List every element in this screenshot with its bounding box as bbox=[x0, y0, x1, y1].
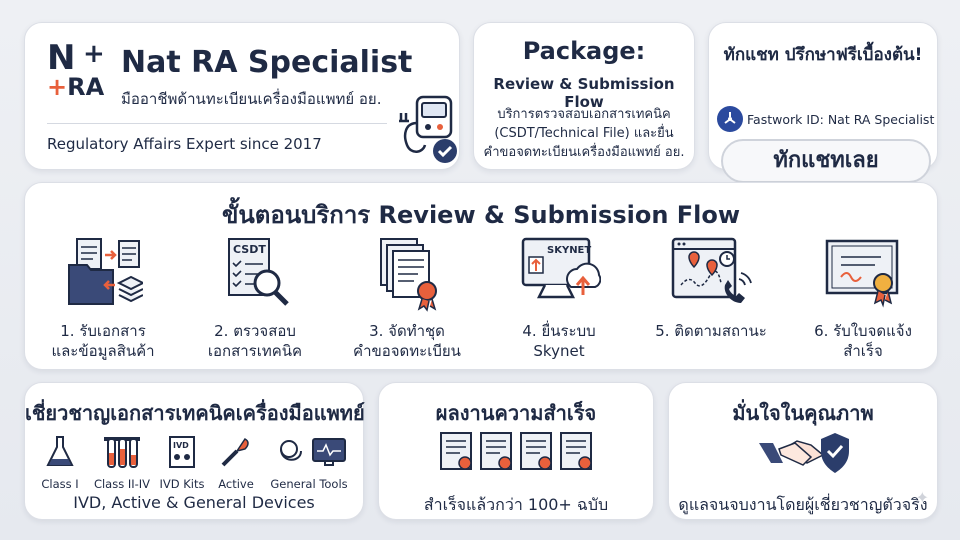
device-class-1: Class I bbox=[27, 435, 93, 491]
ivd-icon-text: IVD bbox=[173, 441, 189, 450]
certificate-mini-icon bbox=[440, 432, 472, 470]
chat-now-button[interactable]: ทักแชทเลย bbox=[721, 139, 931, 183]
brand-subtitle: มืออาชีพด้านทะเบียนเครื่องมือแพทย์ อย. bbox=[121, 90, 382, 108]
flow-step-2-line2: เอกสารเทคนิค bbox=[207, 342, 303, 360]
flow-title: ขั้นตอนบริการ Review & Submission Flow bbox=[221, 201, 741, 229]
device-class-2-4: Class II-IV bbox=[89, 435, 155, 491]
quality-title: มั่นใจในคุณภาพ bbox=[732, 401, 874, 425]
package-subtitle: Review & Submission Flow bbox=[493, 75, 675, 111]
test-tubes-icon bbox=[104, 437, 140, 468]
device-active: Active bbox=[203, 435, 269, 491]
service-flow-card: ขั้นตอนบริการ Review & Submission Flow 1… bbox=[24, 182, 938, 370]
tracking-map-phone-icon bbox=[671, 237, 752, 303]
medical-device-check-icon bbox=[399, 95, 457, 163]
chat-title: ทักแชท ปรึกษาฟรีเบื้องต้น! bbox=[723, 45, 923, 65]
flow-step-5-line1: 5. ติดตามสถานะ bbox=[655, 322, 767, 340]
brand-since: Regulatory Affairs Expert since 2017 bbox=[47, 135, 322, 153]
quality-card: มั่นใจในคุณภาพ ดูแลจนจบงานโดยผู้เชี่ยวชา… bbox=[668, 382, 938, 520]
flow-step-3-label: 3. จัดทำชุดคำขอจดทะเบียน bbox=[337, 321, 477, 361]
flow-step-1: 1. รับเอกสารและข้อมูลสินค้า bbox=[33, 235, 173, 361]
flow-step-5: 5. ติดตามสถานะ bbox=[641, 235, 781, 341]
device-general-tools-label: General Tools bbox=[270, 477, 348, 491]
expertise-card: เชี่ยวชาญเอกสารเทคนิคเครื่องมือแพทย์ Cla… bbox=[24, 382, 365, 520]
flow-step-1-line1: 1. รับเอกสาร bbox=[60, 322, 146, 340]
divider bbox=[47, 123, 387, 124]
certificate-mini-icon bbox=[520, 432, 552, 470]
flow-step-4-line1: 4. ยื่นระบบ bbox=[522, 322, 596, 340]
chat-card: ทักแชท ปรึกษาฟรีเบื้องต้น! Fastwork ID: … bbox=[708, 22, 938, 183]
flow-step-2-label: 2. ตรวจสอบเอกสารเทคนิค bbox=[185, 321, 325, 361]
skynet-upload-icon: SKYNET bbox=[521, 237, 601, 299]
certificate-mini-icon bbox=[480, 432, 512, 470]
flow-step-6-label: 6. รับใบจดแจ้งสำเร็จ bbox=[793, 321, 933, 361]
certificate-mini-icon bbox=[560, 432, 592, 470]
device-active-label: Active bbox=[218, 477, 254, 491]
quality-footer: ดูแลจนจบงานโดยผู้เชี่ยวชาญตัวจริง bbox=[678, 495, 928, 514]
flow-step-3-line1: 3. จัดทำชุด bbox=[369, 322, 445, 340]
device-ivd-kits: IVD IVD Kits bbox=[149, 435, 215, 491]
logo-ra-plus: + bbox=[47, 73, 68, 101]
success-footer: สำเร็จแล้วกว่า 100+ ฉบับ bbox=[423, 495, 609, 514]
flow-step-4: SKYNET 4. ยื่นระบบ Skynet bbox=[489, 235, 629, 361]
brand-card: N + +RA Nat RA Specialist มืออาชีพด้านทะ… bbox=[24, 22, 460, 170]
logo-ra: +RA bbox=[47, 73, 104, 101]
csdt-magnifier-icon: CSDT bbox=[228, 238, 289, 306]
success-card: ผลงานความสำเร็จ สำเร็จแล้วกว่า 100+ ฉบับ bbox=[378, 382, 654, 520]
sparkle-icon: ✦ bbox=[915, 488, 929, 507]
device-class-1-label: Class I bbox=[41, 477, 79, 491]
flow-step-1-line2: และข้อมูลสินค้า bbox=[51, 342, 155, 360]
brand-logo: N + +RA bbox=[47, 38, 111, 103]
device-ivd-kits-label: IVD Kits bbox=[159, 477, 205, 491]
skynet-icon-text: SKYNET bbox=[547, 245, 591, 256]
certificates-row-icon bbox=[440, 432, 592, 470]
fastwork-id: Fastwork ID: Nat RA Specialist bbox=[717, 106, 935, 132]
flow-step-1-label: 1. รับเอกสารและข้อมูลสินค้า bbox=[33, 321, 173, 361]
certificate-icon bbox=[825, 239, 899, 308]
fastwork-logo-icon bbox=[717, 106, 743, 132]
logo-ra-text: RA bbox=[67, 73, 105, 101]
flow-step-3-line2: คำขอจดทะเบียน bbox=[353, 342, 461, 360]
package-description: บริการตรวจสอบเอกสารเทคนิค (CSDT/Technica… bbox=[483, 107, 685, 160]
device-general-tools: General Tools bbox=[269, 435, 349, 491]
flow-step-6: 6. รับใบจดแจ้งสำเร็จ bbox=[793, 235, 933, 361]
expertise-title: เชี่ยวชาญเอกสารเทคนิคเครื่องมือแพทย์ bbox=[25, 401, 365, 425]
expertise-footer: IVD, Active & General Devices bbox=[73, 493, 315, 512]
flow-step-3: 3. จัดทำชุดคำขอจดทะเบียน bbox=[337, 235, 477, 361]
device-class-2-4-label: Class II-IV bbox=[93, 477, 151, 491]
logo-plus: + bbox=[83, 39, 105, 69]
flow-step-2-line1: 2. ตรวจสอบ bbox=[214, 322, 296, 340]
brand-title: Nat RA Specialist bbox=[121, 45, 413, 80]
flow-step-2: CSDT 2. ตรวจสอบเอกสารเทคนิค bbox=[185, 235, 325, 361]
logo-n: N bbox=[47, 38, 76, 78]
documents-folder-icon bbox=[68, 238, 143, 305]
flow-step-5-label: 5. ติดตามสถานะ bbox=[641, 321, 781, 341]
package-card: Package: Review & Submission Flow บริการ… bbox=[473, 22, 695, 170]
flow-step-4-line2: Skynet bbox=[533, 342, 585, 360]
flow-step-6-line1: 6. รับใบจดแจ้ง bbox=[814, 322, 912, 340]
flow-step-6-line2: สำเร็จ bbox=[843, 342, 883, 360]
flow-step-4-label: 4. ยื่นระบบ Skynet bbox=[489, 321, 629, 361]
scalpel-icon bbox=[221, 438, 249, 467]
package-title: Package: bbox=[522, 37, 646, 65]
stethoscope-monitor-icon bbox=[280, 438, 346, 466]
document-set-badge-icon bbox=[380, 238, 437, 312]
handshake-shield-icon bbox=[759, 433, 849, 473]
flask-icon bbox=[46, 436, 74, 466]
success-title: ผลงานความสำเร็จ bbox=[435, 401, 597, 425]
fastwork-label: Fastwork ID: Nat RA Specialist bbox=[747, 111, 935, 127]
ivd-kit-icon: IVD bbox=[169, 436, 195, 468]
csdt-icon-text: CSDT bbox=[233, 243, 266, 256]
